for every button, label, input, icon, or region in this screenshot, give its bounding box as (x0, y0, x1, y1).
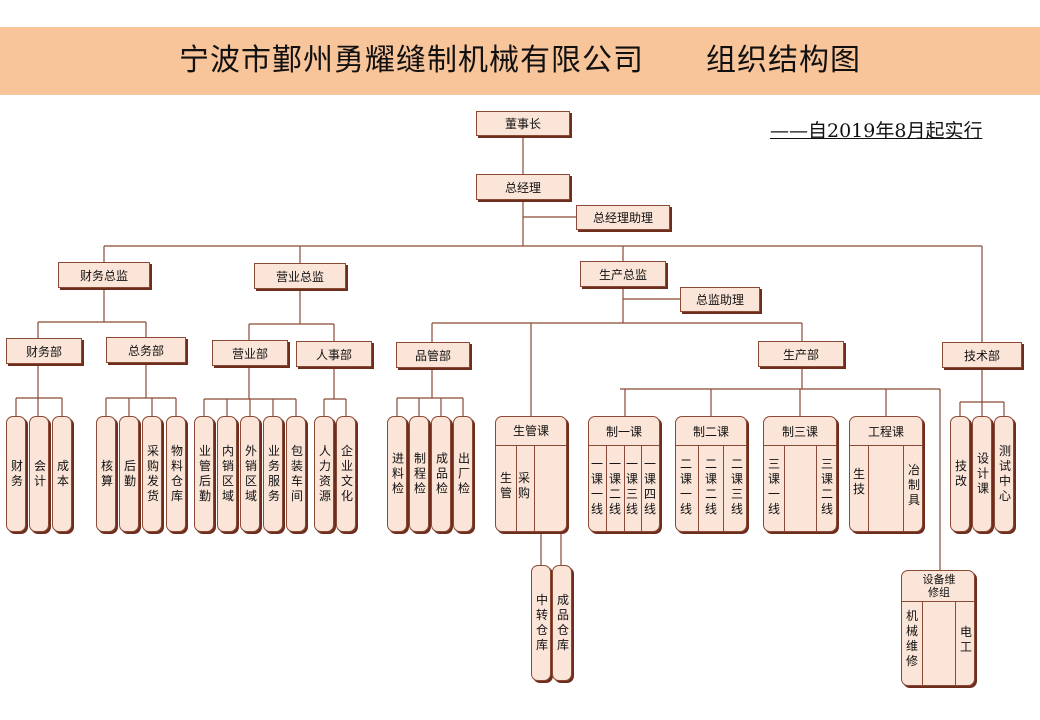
leaf-label: 外销区域 (244, 444, 257, 503)
finance-director-box: 财务总监 (58, 262, 150, 288)
leaf-label: 企业文化 (340, 444, 353, 503)
leaf-incoming-inspection: 进料检 (387, 416, 407, 532)
group-production-management: 生管课 生管 采购 (495, 416, 567, 532)
sales-dept-box: 营业部 (212, 340, 288, 366)
tech-dept-box: 技术部 (942, 342, 1022, 368)
leaf-line: 一课二线 (608, 457, 621, 516)
leaf-line: 一课三线 (625, 457, 638, 516)
general-affairs-dept-box: 总务部 (106, 337, 186, 363)
gm-assistant-box: 总经理助理 (576, 205, 670, 230)
leaf-line: 二课二线 (704, 457, 717, 516)
chairman-box: 董事长 (476, 111, 570, 136)
group-title: 制一课 (605, 425, 642, 439)
leaf-label: 人力资源 (318, 444, 331, 503)
leaf-line: 二课一线 (679, 457, 692, 516)
leaf-label: 测试中心 (998, 444, 1011, 503)
hr-dept-box: 人事部 (296, 341, 372, 367)
group-title: 制三课 (781, 425, 818, 439)
leaf-cost: 成本 (52, 416, 72, 532)
leaf-electrician: 电工 (959, 625, 972, 654)
group-equipment-maintenance: 设备维修组 机械维修 电工 (901, 570, 975, 686)
leaf-testing-center: 测试中心 (994, 416, 1014, 532)
leaf-label: 进料检 (391, 451, 404, 496)
leaf-human-resources: 人力资源 (314, 416, 334, 532)
group-section-1: 制一课 一课一线 一课二线 一课三线 一课四线 (588, 416, 660, 532)
page-title: 宁波市鄞州勇耀缝制机械有限公司 组织结构图 (179, 43, 861, 78)
leaf-packaging-workshop: 包装车间 (286, 416, 306, 532)
leaf-line: 二课三线 (730, 457, 743, 516)
leaf-line: 三课二线 (820, 457, 833, 516)
leaf-purchasing-shipping: 采购发货 (142, 416, 162, 532)
production-director-box: 生产总监 (580, 261, 666, 287)
leaf-label: 物料仓库 (170, 444, 183, 503)
leaf-finished-warehouse: 成品仓库 (552, 565, 572, 681)
title-banner (0, 27, 1040, 95)
leaf-outgoing-inspection: 出厂检 (453, 416, 473, 532)
leaf-line: 一课一线 (590, 457, 603, 516)
leaf-production-technology: 生技 (852, 467, 865, 496)
leaf-corporate-culture: 企业文化 (336, 416, 356, 532)
leaf-label: 包装车间 (290, 444, 303, 503)
group-engineering: 工程课 生技 冶制具 (849, 416, 923, 532)
group-title: 工程课 (867, 425, 904, 439)
leaf-logistics: 后勤 (119, 416, 139, 532)
leaf-label: 业务服务 (267, 444, 280, 503)
leaf-label: 内销区域 (221, 444, 234, 503)
leaf-label: 核算 (100, 459, 113, 488)
leaf-label: 制程检 (413, 451, 426, 496)
finance-dept-box: 财务部 (6, 338, 82, 364)
group-title: 制二课 (692, 425, 729, 439)
qc-dept-box: 品管部 (396, 342, 470, 368)
leaf-transit-warehouse: 中转仓库 (531, 565, 551, 681)
leaf-mechanical-repair: 机械维修 (905, 609, 918, 668)
leaf-label: 设计课 (976, 451, 989, 496)
leaf-label: 出厂检 (457, 451, 470, 496)
sales-director-box: 营业总监 (254, 263, 346, 289)
leaf-tech-improvement: 技改 (950, 416, 970, 532)
leaf-sales-admin: 业管后勤 (194, 416, 214, 532)
group-title: 设备维修组 (922, 573, 956, 599)
leaf-label: 会计 (33, 459, 46, 488)
director-assistant-box: 总监助理 (680, 287, 760, 312)
leaf-procurement: 采购 (517, 471, 530, 500)
leaf-label: 后勤 (123, 459, 136, 488)
effective-date: ——自2019年8月起实行 (770, 120, 983, 142)
leaf-label: 成品仓库 (556, 593, 569, 652)
leaf-label: 中转仓库 (535, 593, 548, 652)
group-title: 生管课 (512, 424, 549, 438)
leaf-export-sales: 外销区域 (240, 416, 260, 532)
leaf-label: 采购发货 (146, 444, 159, 503)
leaf-accounting-check: 核算 (96, 416, 116, 532)
leaf-finance: 财务 (6, 416, 26, 532)
general-manager-box: 总经理 (476, 174, 570, 200)
leaf-production-control: 生管 (499, 471, 512, 500)
leaf-accounting: 会计 (29, 416, 49, 532)
leaf-label: 技改 (954, 459, 967, 488)
group-section-3: 制三课 三课一线 三课二线 (763, 416, 837, 532)
leaf-label: 成本 (56, 459, 69, 488)
leaf-line: 一课四线 (643, 457, 656, 516)
leaf-material-warehouse: 物料仓库 (166, 416, 186, 532)
leaf-label: 财务 (10, 459, 23, 488)
leaf-label: 成品检 (435, 451, 448, 496)
leaf-design-section: 设计课 (972, 416, 992, 532)
leaf-business-service: 业务服务 (263, 416, 283, 532)
leaf-domestic-sales: 内销区域 (217, 416, 237, 532)
leaf-label: 业管后勤 (198, 444, 211, 503)
leaf-tooling: 冶制具 (907, 463, 920, 507)
leaf-finished-inspection: 成品检 (431, 416, 451, 532)
leaf-process-inspection: 制程检 (409, 416, 429, 532)
production-dept-box: 生产部 (758, 341, 844, 367)
leaf-line: 三课一线 (767, 457, 780, 516)
group-section-2: 制二课 二课一线 二课二线 二课三线 (675, 416, 747, 532)
